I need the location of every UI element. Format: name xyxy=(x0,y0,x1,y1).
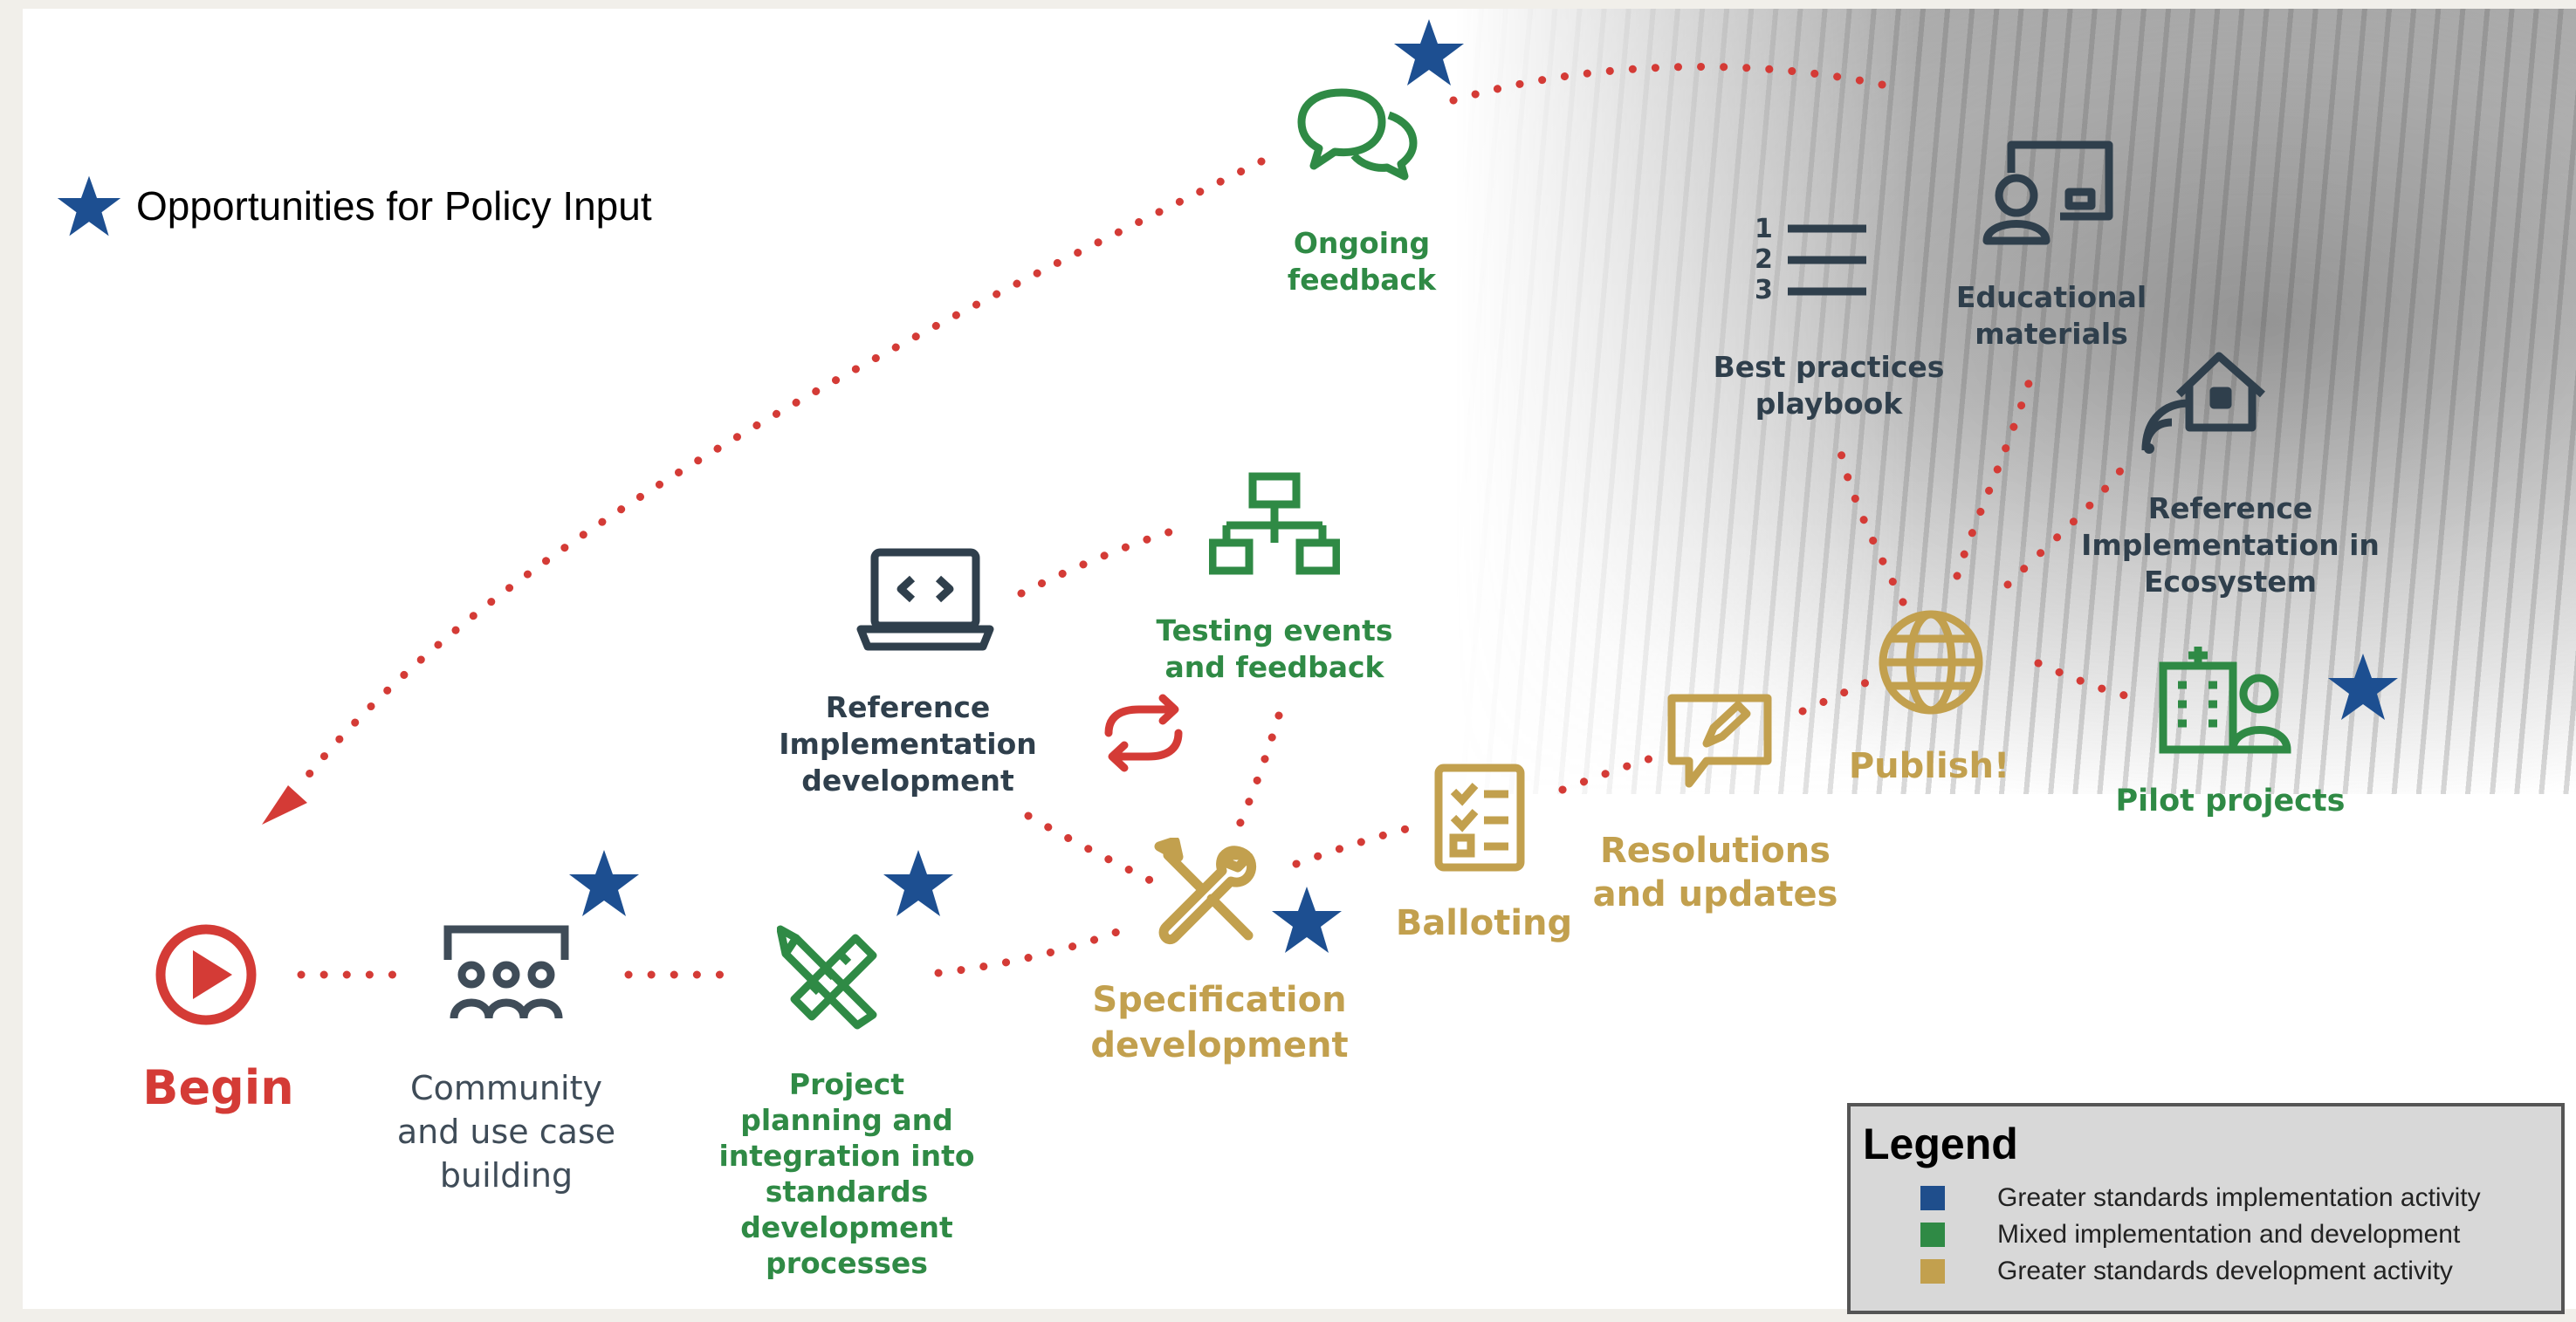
comment-edit-icon xyxy=(1667,694,1772,788)
legend-item-label: Greater standards implementation activit… xyxy=(1997,1183,2481,1212)
connector-refimpl-testing xyxy=(1017,526,1178,598)
connector-balloting-resolutions xyxy=(1558,750,1667,794)
legend-title: Legend xyxy=(1863,1120,2018,1168)
policy-star-icon xyxy=(1272,887,1342,953)
policy-star-icon xyxy=(569,850,639,916)
specification-label: Specification development xyxy=(1090,980,1349,1065)
resolutions-label: Resolutions and updates xyxy=(1592,831,1838,914)
market-photo-background xyxy=(1454,9,2576,794)
legend-item-label: Mixed implementation and development xyxy=(1997,1220,2461,1249)
legend-item: Greater standards development activity xyxy=(1920,1257,2453,1286)
wrench-screwdriver-icon xyxy=(1154,838,1257,945)
connector-publish-pilot xyxy=(2034,659,2141,702)
legend-item: Greater standards implementation activit… xyxy=(1920,1183,2481,1213)
policy-star-icon xyxy=(57,175,121,236)
connector-testing-specification xyxy=(1235,711,1283,829)
svg-text:3: 3 xyxy=(1755,275,1773,305)
legend-item-label: Greater standards development activity xyxy=(1997,1257,2453,1285)
connector-planning-specification xyxy=(934,921,1139,977)
pencil-ruler-icon xyxy=(777,925,877,1030)
network-icon xyxy=(1209,472,1340,575)
community-label: Community and use case building xyxy=(396,1069,616,1195)
pilot-label: Pilot projects xyxy=(2115,784,2346,819)
play-icon xyxy=(155,924,257,1025)
connector-publish-educational xyxy=(1953,362,2038,580)
cycle-arrows-icon xyxy=(1104,694,1183,772)
connector-feedback-top xyxy=(1449,63,1899,105)
policy-star-icon xyxy=(2328,654,2398,720)
connector-specification-balloting xyxy=(1292,820,1427,868)
connector-resolutions-publish xyxy=(1798,672,1886,716)
policy-star-icon xyxy=(883,850,953,916)
legend-swatch xyxy=(1920,1259,1945,1284)
planning-label: Project planning and integration into st… xyxy=(718,1067,975,1280)
policy-star-icon xyxy=(1394,19,1464,86)
legend-item: Mixed implementation and development xyxy=(1920,1220,2460,1250)
color-legend: Legend Greater standards implementation … xyxy=(1847,1103,2565,1314)
legend-swatch xyxy=(1920,1223,1945,1247)
chat-bubbles-icon xyxy=(1297,88,1418,181)
playbook-label: Best practices playbook xyxy=(1713,350,1945,421)
building-person-icon xyxy=(2159,647,2291,754)
connector-refimpl-specification xyxy=(1024,812,1157,886)
legend-swatch xyxy=(1920,1186,1945,1210)
begin-label: Begin xyxy=(142,1060,294,1115)
arrowhead-icon xyxy=(262,785,307,825)
diagram-background xyxy=(23,9,2576,1309)
numbered-list-icon: 123 xyxy=(1755,214,1866,305)
balloting-label: Balloting xyxy=(1395,903,1573,943)
globe-icon xyxy=(1879,610,1983,715)
laptop-code-icon xyxy=(856,548,994,651)
testing-label: Testing events and feedback xyxy=(1156,613,1393,684)
presentation-icon xyxy=(1982,140,2113,245)
ref-impl-dev-label: Reference Implementation development xyxy=(779,690,1037,798)
connector-publish-ecosystem xyxy=(2003,454,2134,589)
connector-publish-playbook xyxy=(1836,445,1907,606)
educational-label: Educational materials xyxy=(1955,280,2147,351)
checklist-icon xyxy=(1434,764,1525,872)
publish-label: Publish! xyxy=(1848,746,2010,786)
audience-icon xyxy=(443,925,569,1019)
policy-input-legend: Opportunities for Policy Input xyxy=(54,173,652,239)
policy-input-label: Opportunities for Policy Input xyxy=(136,183,652,229)
ongoing-feedback-label: Ongoing feedback xyxy=(1287,226,1437,297)
smart-home-icon xyxy=(2141,352,2265,454)
svg-text:1: 1 xyxy=(1755,214,1773,244)
svg-text:2: 2 xyxy=(1755,244,1773,275)
ref-impl-eco-label: Reference Implementation in Ecosystem xyxy=(2081,491,2380,599)
